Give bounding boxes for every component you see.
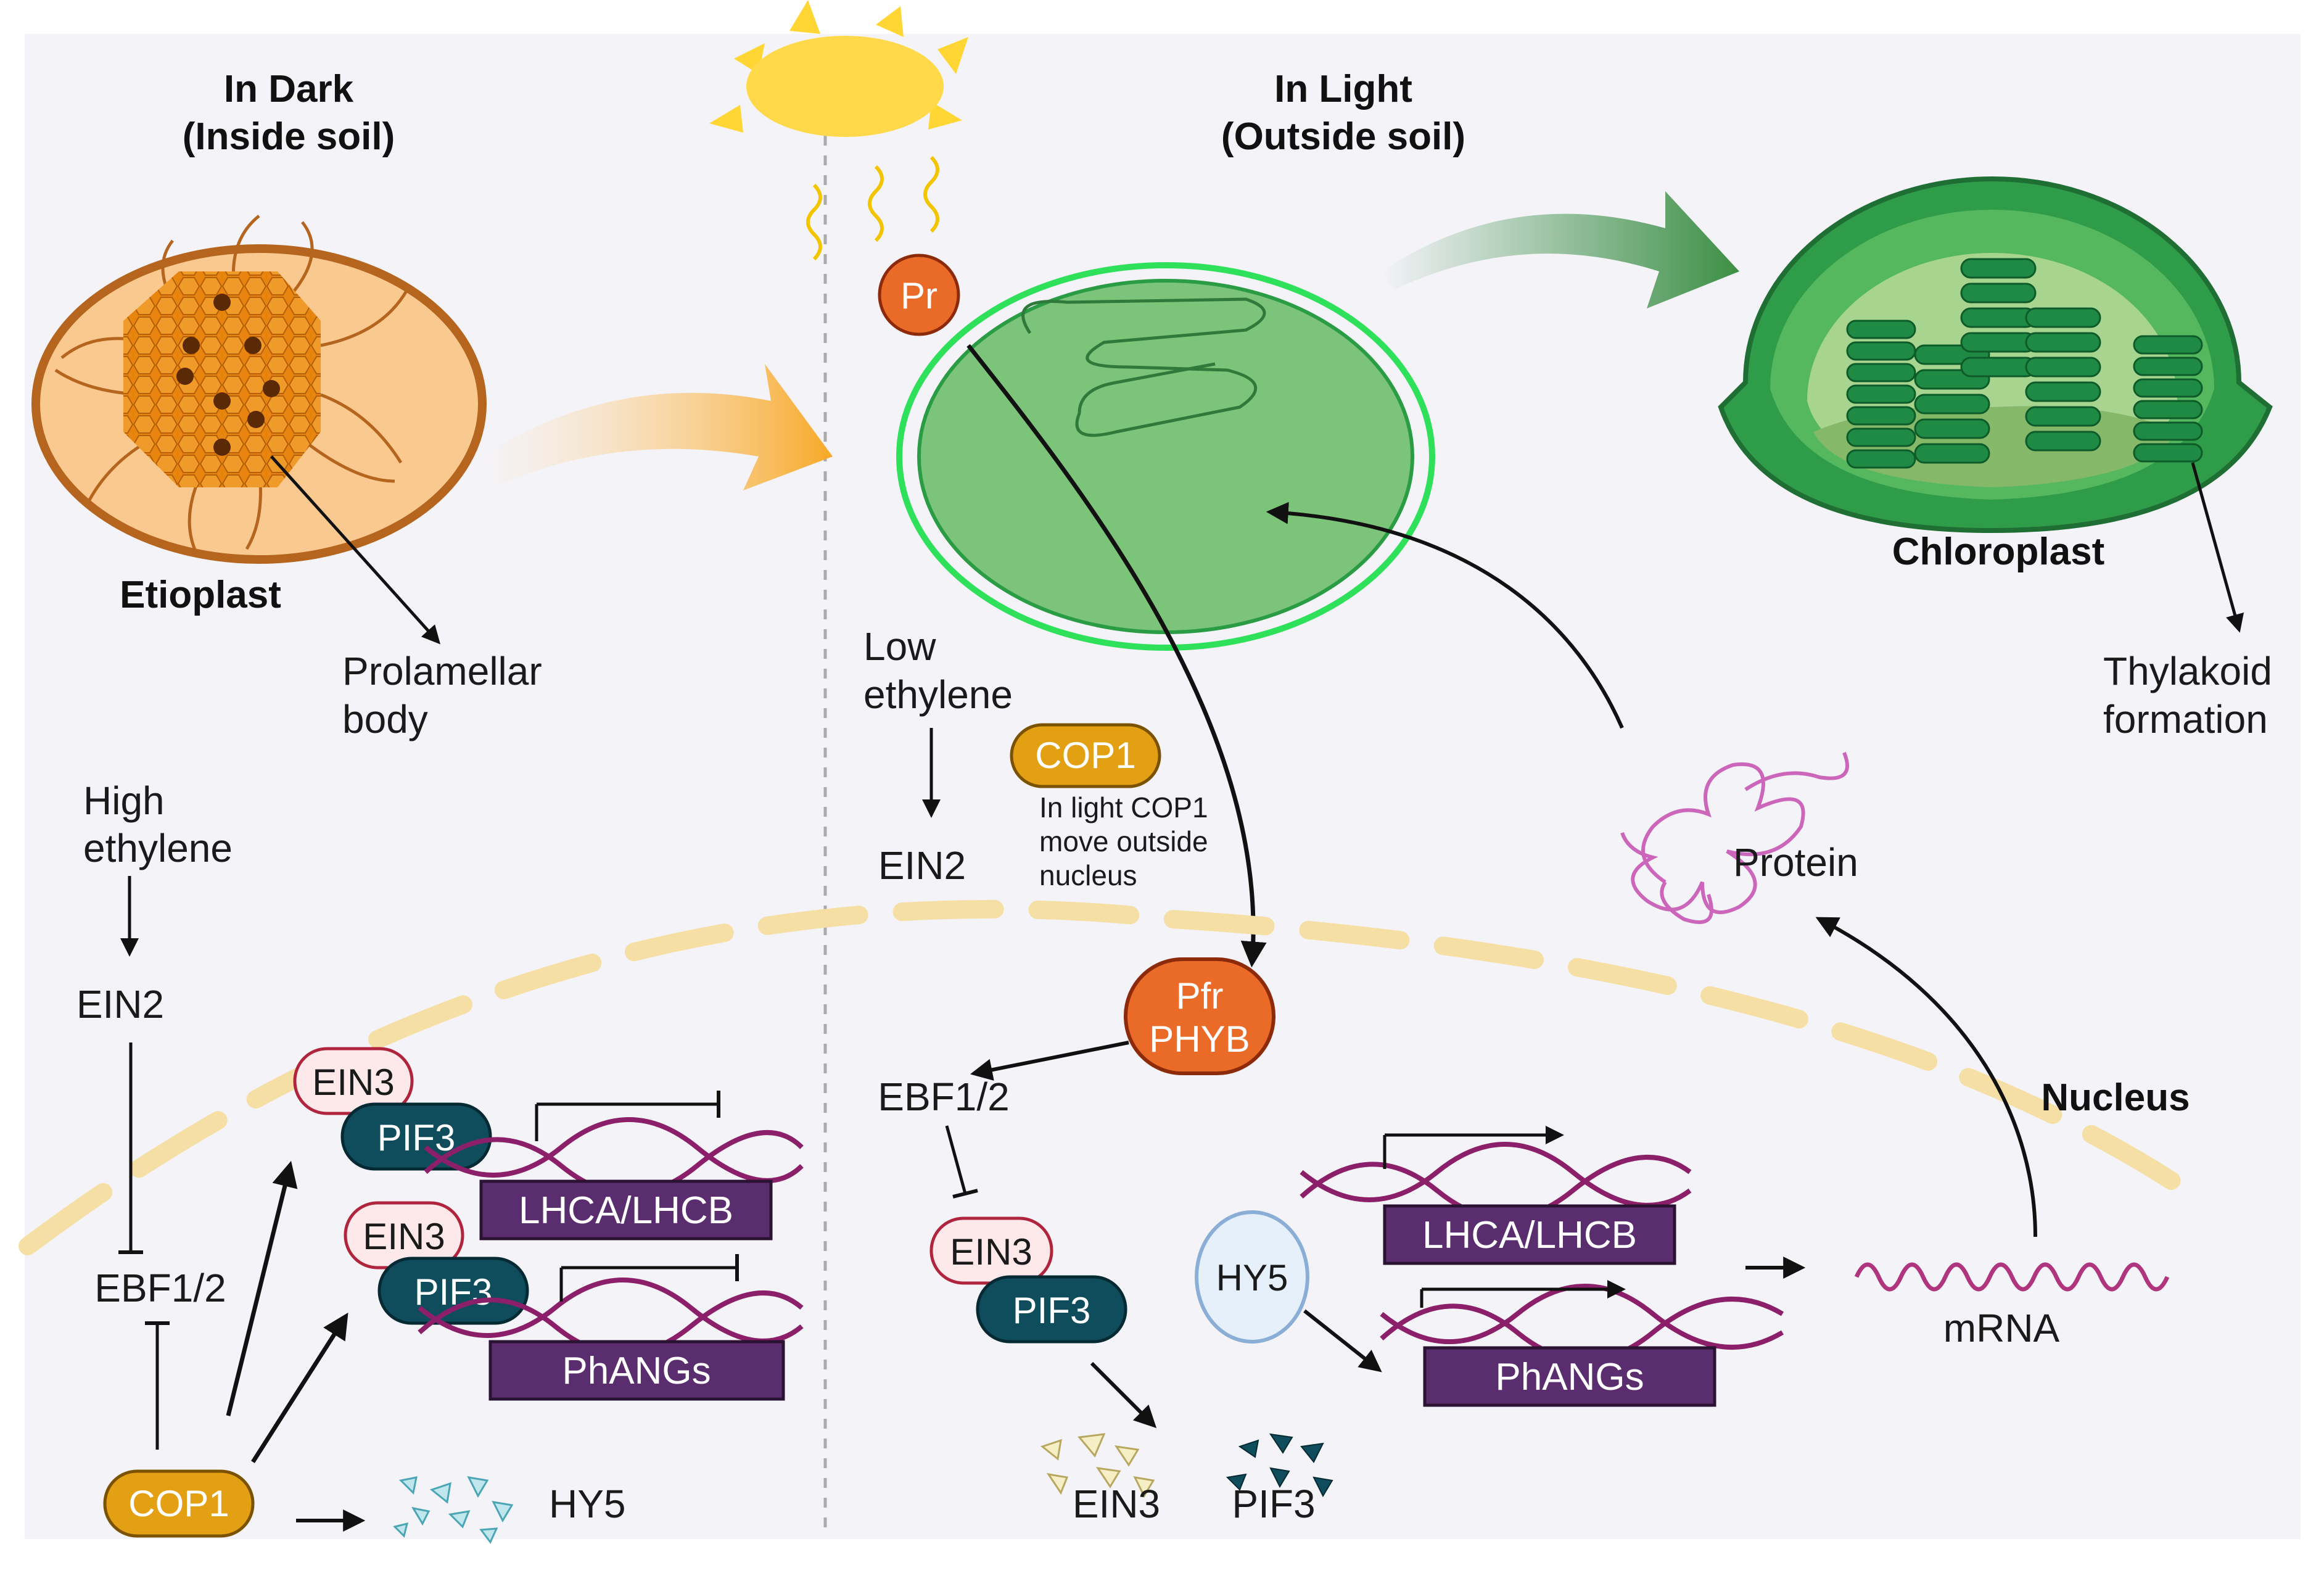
cop1-note-line1: In light COP1 [1039, 791, 1208, 824]
light-ebf: EBF1/2 [878, 1075, 1009, 1119]
protein-icon [1620, 751, 1849, 924]
low-ethylene-line2: ethylene [863, 672, 1013, 717]
etioplast-to-chloroplast-arrow [481, 364, 833, 490]
light-gene-a: LHCA/LHCB [1422, 1214, 1637, 1257]
protein-label: Protein [1733, 840, 1858, 885]
light-gene-b: PhANGs [1495, 1356, 1644, 1398]
dark-pif3b: PIF3 [414, 1271, 493, 1313]
prolamellar-label-line1: Prolamellar [342, 649, 542, 693]
light-hy5-blob [1195, 1210, 1309, 1344]
light-hy5: HY5 [1216, 1257, 1288, 1298]
light-pif3-pill [976, 1275, 1127, 1344]
dark-gene-a: LHCA/LHCB [519, 1189, 733, 1232]
light-pif3: PIF3 [1013, 1290, 1091, 1331]
cop1-to-pif3a-arrow [226, 1160, 298, 1416]
pfr-to-ebf-arrow [970, 1041, 1129, 1081]
light-gene-b-box [1423, 1346, 1716, 1407]
ebf-inhibits-ein3-bar [952, 1189, 978, 1199]
degraded-pif3-fragments [1226, 1433, 1333, 1498]
degraded-ein3-fragments [1040, 1433, 1155, 1498]
light-cop1-pill [1010, 723, 1161, 788]
protein-import-arrow [1266, 502, 1624, 729]
dark-cop1: COP1 [128, 1483, 229, 1524]
dark-ein3a: EIN3 [312, 1062, 394, 1103]
dark-heading-line2: (Inside soil) [183, 115, 395, 158]
dark-gene-b-box [488, 1340, 785, 1401]
pfr-phyb-pill [1124, 957, 1275, 1075]
thylakoid-label-line1: Thylakoid [2103, 649, 2272, 693]
dark-pif3a: PIF3 [377, 1117, 456, 1158]
ebf-inhibits-ein3 [945, 1125, 967, 1194]
low-ethylene-line1: Low [863, 624, 936, 669]
dark-ein3b: EIN3 [363, 1216, 445, 1257]
dark-pif3b-pill [377, 1257, 529, 1325]
etioplast [31, 215, 487, 564]
cop1-to-pif3b-arrow [251, 1312, 348, 1463]
light-ein2: EIN2 [878, 843, 966, 888]
dark-gene-b: PhANGs [562, 1350, 711, 1392]
high-ethylene-line1: High [83, 778, 165, 823]
cop1-note-line3: nucleus [1039, 859, 1137, 891]
light-gene-a-box [1383, 1204, 1676, 1265]
mrna-label: mRNA [1943, 1306, 2060, 1350]
light-rays-icon [806, 155, 939, 261]
light-heading-line1: In Light [1274, 68, 1412, 110]
cop1-note-line2: move outside [1039, 825, 1208, 857]
prolamellar-body [123, 271, 321, 487]
dark-hy5-fragments [393, 1476, 514, 1544]
pfr-label: Pfr [1176, 975, 1224, 1017]
prolamellar-pointer [270, 455, 441, 645]
nucleus-label: Nucleus [2041, 1076, 2190, 1119]
thylakoid-pointer [2191, 462, 2244, 633]
thylakoid-label-line2: formation [2103, 697, 2268, 741]
nuclear-membrane [19, 899, 2205, 1255]
high-ethylene-line2: ethylene [83, 826, 233, 870]
pr-label: Pr [900, 275, 937, 316]
dark-ebf: EBF1/2 [94, 1266, 226, 1310]
chloroplast [1718, 176, 2273, 534]
developing-chloroplast [896, 262, 1435, 651]
dark-ein2: EIN2 [76, 982, 164, 1026]
pr-to-pfr-arrow [966, 344, 1267, 968]
to-mature-chloroplast-arrow [1382, 191, 1739, 308]
pr-photoreceptor [878, 254, 960, 336]
dark-cop1-pill [103, 1469, 255, 1538]
phyb-label: PHYB [1149, 1018, 1250, 1060]
hy5-activates-phangs-arrow [1303, 1309, 1382, 1373]
dark-hy5: HY5 [549, 1482, 626, 1526]
degraded-ein3: EIN3 [1073, 1482, 1160, 1526]
prolamellar-label-line2: body [342, 697, 428, 741]
chloroplast-label: Chloroplast [1892, 531, 2104, 573]
dark-heading-line1: In Dark [224, 68, 354, 110]
dark-gene-a-box [479, 1179, 773, 1241]
translation-arrow [1815, 917, 2037, 1237]
light-heading-line2: (Outside soil) [1221, 115, 1465, 158]
sun-icon [709, 0, 968, 137]
ein3-pif3-degradation-arrow [1090, 1361, 1157, 1429]
degraded-pif3: PIF3 [1232, 1482, 1315, 1526]
mrna-strand [1854, 1262, 2170, 1292]
light-cop1: COP1 [1035, 735, 1135, 776]
light-ein3: EIN3 [950, 1231, 1032, 1273]
etioplast-label: Etioplast [120, 574, 281, 616]
